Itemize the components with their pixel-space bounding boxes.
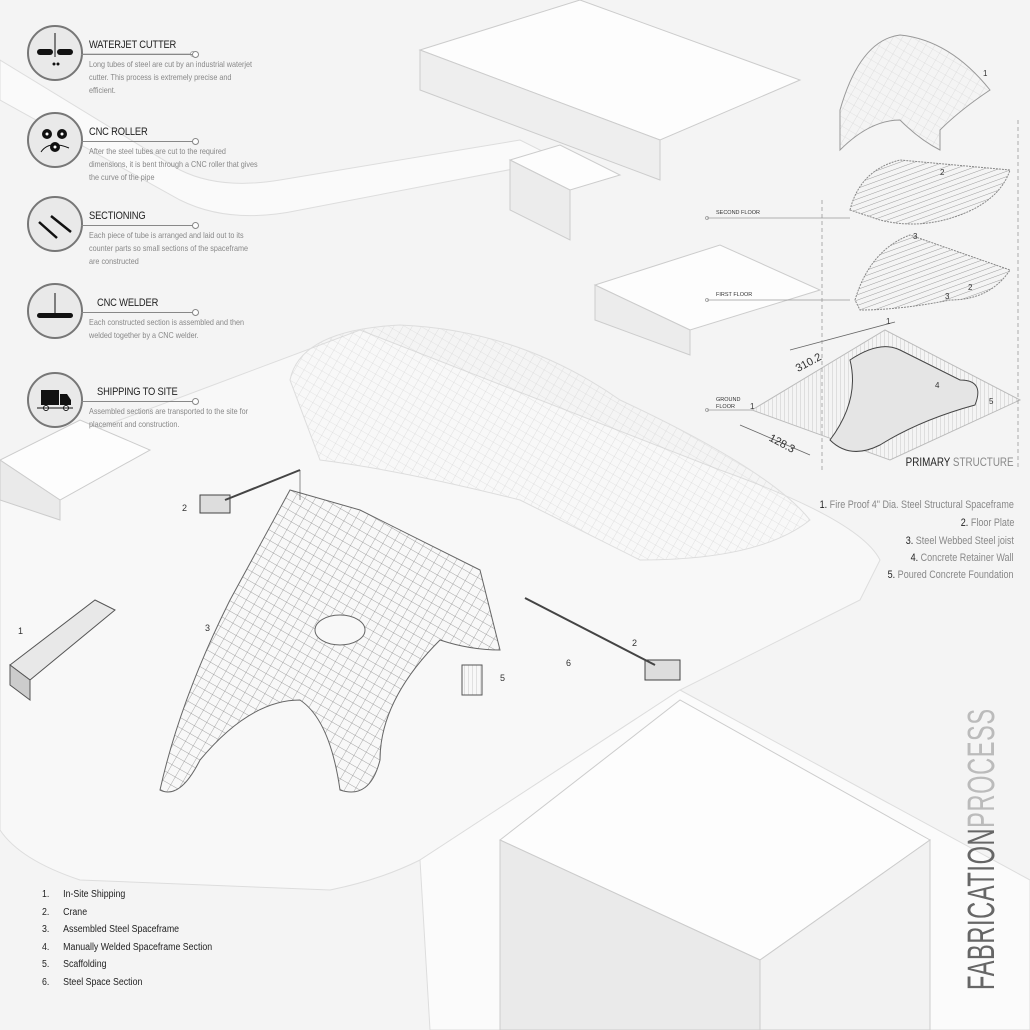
legend-item: 3.Assembled Steel Spaceframe: [42, 924, 180, 935]
road-strip: [0, 59, 562, 217]
site-callout: 5: [500, 673, 506, 683]
step-title: SECTIONING: [89, 210, 146, 222]
truck-icon: [27, 372, 83, 428]
site-legend: 1.In-Site Shipping 2.Crane 3.Assembled S…: [42, 886, 235, 991]
structure-callout: 3: [945, 292, 950, 301]
structure-callout: 4: [935, 381, 940, 390]
second-floor-plate: [849, 159, 1011, 225]
step-title: CNC ROLLER: [89, 126, 148, 138]
building-left: [0, 419, 152, 521]
truck: [9, 599, 116, 701]
site-callout: 2: [632, 638, 638, 648]
step-waterjet-cutter: WATERJET CUTTER Long tubes of steel are …: [27, 25, 267, 95]
step-description: Long tubes of steel are cut by an indust…: [89, 59, 253, 95]
waterjet-icon: [27, 25, 83, 81]
roller-icon: [27, 112, 83, 168]
structure-callout: 5: [989, 397, 994, 406]
structure-callout: 1: [983, 69, 988, 78]
structure-callout: 1: [886, 317, 891, 326]
step-cnc-welder: CNC WELDER Each constructed section is a…: [27, 283, 267, 353]
primary-structure-item: 2. Floor Plate: [960, 517, 1014, 529]
structure-callout: 2: [968, 283, 973, 292]
building-bottom: [499, 699, 931, 1030]
site-callout: 2: [182, 503, 188, 513]
legend-item: 2.Crane: [42, 906, 88, 918]
scaffolding: [461, 664, 483, 696]
site-callout: 1: [18, 626, 24, 636]
legend-item: 1.In-Site Shipping: [42, 889, 126, 900]
step-cnc-roller: CNC ROLLER After the steel tubes are cut…: [27, 112, 267, 182]
step-description: After the steel tubes are cut to the req…: [89, 146, 258, 182]
welder-icon: [27, 283, 83, 339]
floor-label: SECOND FLOOR: [716, 210, 761, 216]
step-description: Assembled sections are transported to th…: [89, 406, 249, 429]
ghost-spaceframe: [289, 324, 811, 561]
step-description: Each constructed section is assembled an…: [89, 317, 245, 340]
roof-spaceframe: [839, 34, 991, 152]
retainer-wall: [829, 346, 979, 452]
site-callout: 6: [566, 658, 572, 668]
primary-structure-item: 3. Steel Webbed Steel joist: [905, 535, 1014, 547]
building-top-center: [418, 0, 822, 356]
primary-structure-item: 4. Concrete Retainer Wall: [911, 552, 1014, 564]
step-title: CNC WELDER: [97, 297, 159, 309]
step-description: Each piece of tube is arranged and laid …: [89, 230, 249, 266]
page-title: FABRICATIONPROCESS: [961, 708, 1003, 990]
crane-left: [199, 469, 301, 514]
floor-label: FIRST FLOOR: [716, 292, 753, 298]
first-floor-plate: [854, 234, 1011, 311]
primary-structure-title: PRIMARY STRUCTURE: [906, 455, 1014, 469]
step-shipping-to-site: SHIPPING TO SITE Assembled sections are …: [27, 372, 267, 442]
crane-right: [524, 597, 681, 681]
legend-item: 4.Manually Welded Spaceframe Section: [42, 941, 213, 953]
spaceframe-opening: [314, 614, 366, 646]
structure-callout: 1: [750, 402, 755, 411]
primary-structure-item: 1. Fire Proof 4" Dia. Steel Structural S…: [819, 499, 1014, 511]
legend-item: 5.Scaffolding: [42, 959, 107, 970]
step-sectioning: SECTIONING Each piece of tube is arrange…: [27, 196, 267, 266]
primary-structure-item: 5. Poured Concrete Foundation: [888, 569, 1014, 581]
site-callout: 3: [205, 623, 211, 633]
floor-label: GROUND FLOOR: [716, 397, 741, 410]
legend-item: 6.Steel Space Section: [42, 976, 143, 988]
step-title: WATERJET CUTTER: [89, 39, 177, 51]
structure-callout: 3: [913, 232, 918, 241]
structure-callout: 2: [940, 168, 945, 177]
sectioning-icon: [27, 196, 83, 252]
step-title: SHIPPING TO SITE: [97, 386, 178, 398]
